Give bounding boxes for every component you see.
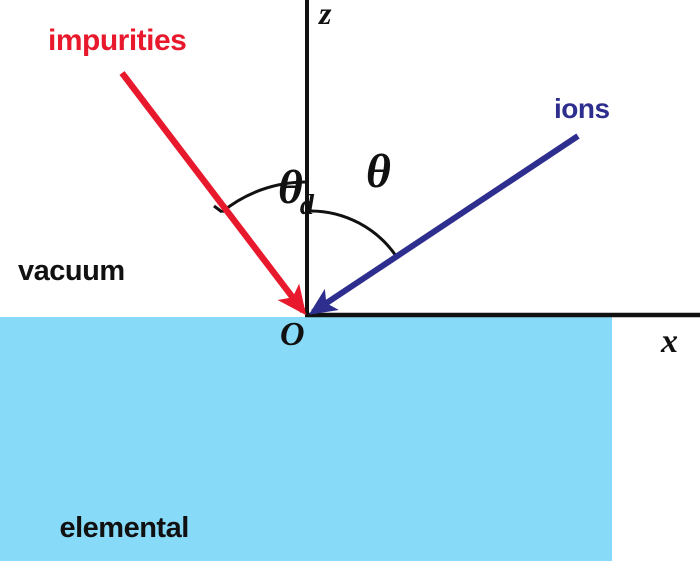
vacuum-region-label: vacuum	[18, 255, 125, 287]
z-axis-label: z	[319, 0, 332, 31]
elemental-solid-label: elemental solid	[14, 485, 204, 561]
theta-d-angle-label: θd	[230, 116, 314, 268]
origin-label: O	[280, 316, 305, 353]
theta-d-symbol: θ	[278, 161, 303, 214]
elemental-solid-region	[0, 317, 612, 561]
theta-d-arc	[221, 180, 308, 214]
elemental-solid-label-line1: elemental	[59, 512, 189, 544]
ions-beam	[308, 133, 580, 315]
ions-label: ions	[554, 93, 610, 124]
theta-angle-label: θ	[366, 145, 391, 198]
theta-arc	[306, 209, 400, 260]
x-axis-label: x	[661, 323, 678, 360]
theta-d-arc-tick	[213, 204, 223, 214]
theta-d-subscript: d	[299, 189, 314, 221]
impurities-label: impurities	[48, 24, 187, 57]
impurities-beam	[119, 71, 307, 316]
